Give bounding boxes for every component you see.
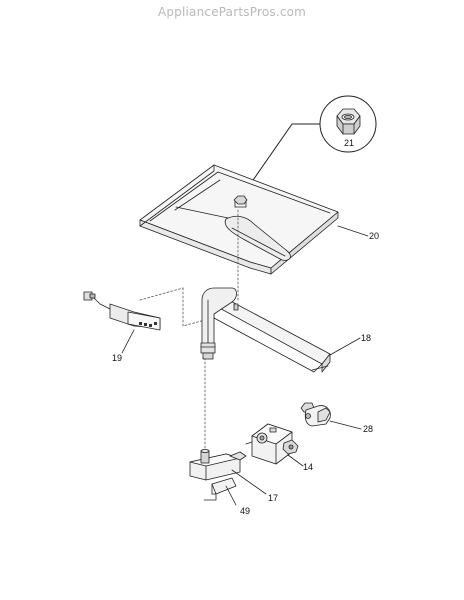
part-49-label: 49	[240, 506, 250, 516]
igniter-element	[139, 322, 157, 327]
alignment-dashes	[139, 209, 239, 456]
watermark: AppliancePartsPros.com	[157, 5, 307, 19]
part-14-label: 14	[303, 462, 313, 472]
part-28-fitting[interactable]: 28	[300, 402, 373, 434]
part-21-hex-nut-callout[interactable]: 21	[241, 95, 377, 197]
part-19-igniter[interactable]: 19	[83, 291, 161, 363]
part-28-label: 28	[363, 424, 373, 434]
part-49-mounting-clip[interactable]: 49	[203, 477, 250, 516]
part-14-gas-valve[interactable]: 14	[245, 423, 313, 472]
part-17-orifice-bracket[interactable]: 17	[189, 449, 278, 504]
part-20-heat-shield[interactable]: 20	[139, 164, 379, 275]
part-21-label: 21	[344, 138, 354, 148]
part-17-label: 17	[268, 493, 278, 503]
part-19-label: 19	[112, 353, 122, 363]
part-18-burner-tube[interactable]: 18	[200, 287, 371, 373]
part-20-label: 20	[369, 231, 379, 241]
part-18-label: 18	[361, 333, 371, 343]
